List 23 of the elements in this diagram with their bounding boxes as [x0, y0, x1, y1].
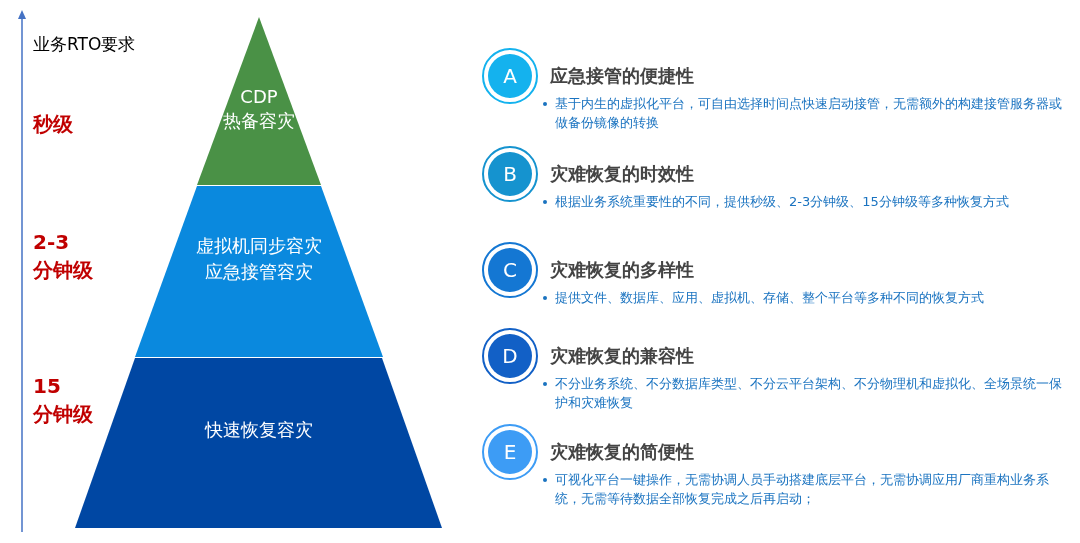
tier-label: 虚拟机同步容灾 — [195, 234, 323, 258]
letter-badge: A — [482, 48, 538, 104]
feature-heading: 灾难恢复的多样性 — [550, 258, 694, 282]
feature-heading: 应急接管的便捷性 — [550, 64, 694, 88]
letter-badge: E — [482, 424, 538, 480]
feature-heading: 灾难恢复的兼容性 — [550, 344, 694, 368]
tier-label: 应急接管容灾 — [204, 260, 314, 284]
letter-badge: D — [482, 328, 538, 384]
rto-level-label: 15 分钟级 — [33, 373, 94, 428]
feature-description: 根据业务系统重要性的不同，提供秒级、2-3分钟级、15分钟级等多种恢复方式 — [555, 193, 1010, 211]
feature-heading: 灾难恢复的简便性 — [550, 440, 694, 464]
tier-label: CDP 热备容灾 — [222, 85, 296, 133]
letter-badge: C — [482, 242, 538, 298]
rto-level-label: 秒级 — [33, 111, 74, 138]
feature-description: 不分业务系统、不分数据库类型、不分云平台架构、不分物理机和虚拟化、全场景统一保护和灾难恢复 — [555, 375, 1063, 412]
letter-badge: B — [482, 146, 538, 202]
rto-level-label: 2-3 分钟级 — [33, 229, 94, 284]
axis-title: 业务RTO要求 — [33, 33, 137, 56]
tier-label: 快速恢复容灾 — [203, 418, 314, 442]
feature-description: 提供文件、数据库、应用、虚拟机、存储、整个平台等多种不同的恢复方式 — [555, 289, 985, 307]
feature-description: 可视化平台一键操作，无需协调人员手动搭建底层平台，无需协调应用厂商重构业务系统，无需等待数据全部恢复完成之后再启动； — [555, 471, 1050, 508]
feature-description: 基于内生的虚拟化平台，可自由选择时间点快速启动接管，无需额外的构建接管服务器或做备份镜像的转换 — [555, 95, 1063, 132]
feature-heading: 灾难恢复的时效性 — [550, 162, 694, 186]
